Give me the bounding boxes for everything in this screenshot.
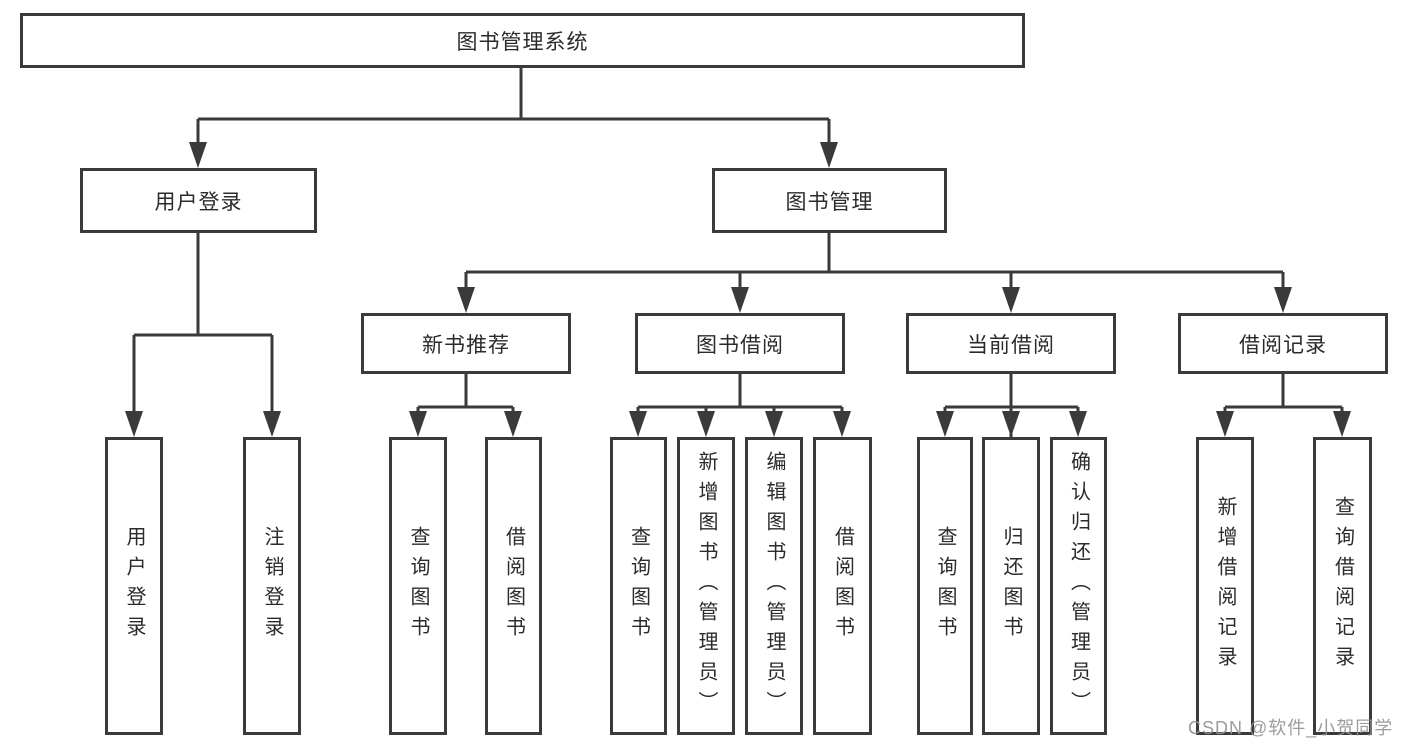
leaf-box-return-books: 归还图书 <box>982 437 1040 735</box>
leaf-box-confirm-return-admin: 确认归还（管理员） <box>1050 437 1107 735</box>
leaf-box-add-borrow-record: 新增借阅记录 <box>1196 437 1254 735</box>
leaf-label-query-borrow-record: 查询借阅记录 <box>1331 496 1354 676</box>
node-box-borrow-records: 借阅记录 <box>1178 313 1388 374</box>
leaf-box-query-books-3: 查询图书 <box>917 437 973 735</box>
node-label-root: 图书管理系统 <box>456 30 589 54</box>
node-box-book-borrow: 图书借阅 <box>635 313 845 374</box>
node-label-new-book-recommend: 新书推荐 <box>422 333 510 357</box>
arrowheads <box>125 142 1351 437</box>
csdn-watermark: CSDN @软件_小贺同学 <box>1188 718 1394 738</box>
node-label-borrow-records: 借阅记录 <box>1239 333 1327 357</box>
node-label-user-login: 用户登录 <box>154 190 243 214</box>
node-box-new-book-recommend: 新书推荐 <box>361 313 571 374</box>
leaf-box-logout: 注销登录 <box>243 437 301 735</box>
leaf-label-user-login: 用户登录 <box>123 526 145 646</box>
node-box-user-login: 用户登录 <box>80 168 317 233</box>
leaf-label-query-books-1: 查询图书 <box>407 526 429 646</box>
leaf-box-query-books-2: 查询图书 <box>610 437 667 735</box>
node-label-book-management: 图书管理 <box>785 190 874 214</box>
leaf-label-query-books-2: 查询图书 <box>627 526 650 646</box>
leaf-label-borrow-books-1: 借阅图书 <box>502 526 525 646</box>
node-label-book-borrow: 图书借阅 <box>696 333 784 357</box>
leaf-label-edit-books-admin: 编辑图书（管理员） <box>763 451 785 721</box>
leaf-box-add-books-admin: 新增图书（管理员） <box>677 437 735 735</box>
leaf-label-return-books: 归还图书 <box>1000 526 1022 646</box>
leaf-box-edit-books-admin: 编辑图书（管理员） <box>745 437 803 735</box>
leaf-box-borrow-books-2: 借阅图书 <box>813 437 872 735</box>
leaf-label-add-books-admin: 新增图书（管理员） <box>695 451 717 721</box>
leaf-label-logout: 注销登录 <box>261 526 283 646</box>
leaf-box-borrow-books-1: 借阅图书 <box>485 437 542 735</box>
leaf-box-user-login: 用户登录 <box>105 437 163 735</box>
leaf-label-confirm-return-admin: 确认归还（管理员） <box>1067 451 1090 721</box>
node-box-root: 图书管理系统 <box>20 13 1025 68</box>
leaf-label-query-books-3: 查询图书 <box>934 526 956 646</box>
leaf-label-borrow-books-2: 借阅图书 <box>831 526 854 646</box>
node-box-current-borrow: 当前借阅 <box>906 313 1116 374</box>
leaf-box-query-borrow-record: 查询借阅记录 <box>1313 437 1372 735</box>
leaf-box-query-books-1: 查询图书 <box>389 437 447 735</box>
node-box-book-management: 图书管理 <box>712 168 947 233</box>
leaf-label-add-borrow-record: 新增借阅记录 <box>1214 496 1236 676</box>
node-label-current-borrow: 当前借阅 <box>967 333 1055 357</box>
